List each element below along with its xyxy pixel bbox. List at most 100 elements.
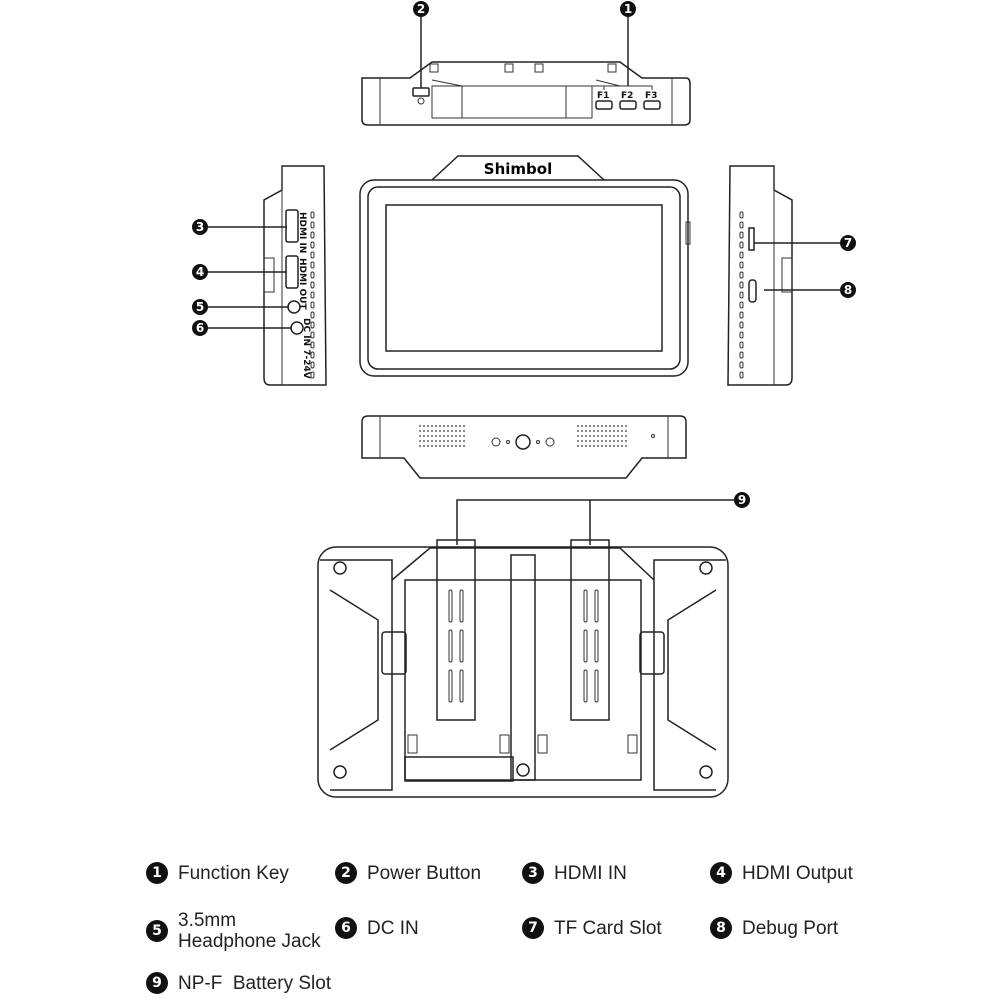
speaker-hole xyxy=(419,435,421,437)
speaker-hole xyxy=(593,430,595,432)
speaker-hole xyxy=(455,445,457,447)
battery-slot-vent xyxy=(459,589,464,623)
speaker-hole xyxy=(431,430,433,432)
top-view: F1 F2 F3 xyxy=(361,61,691,126)
brand-logo: Shimbol xyxy=(484,160,552,178)
vent-slot xyxy=(739,241,744,249)
back-view xyxy=(317,539,729,798)
svg-text:5: 5 xyxy=(196,300,204,314)
vent-slot xyxy=(310,341,315,349)
speaker-hole xyxy=(613,440,615,442)
speaker-hole xyxy=(427,435,429,437)
speaker-hole xyxy=(589,425,591,427)
front-view: Shimbol xyxy=(359,155,691,377)
bottom-view xyxy=(361,415,687,479)
speaker-hole xyxy=(613,445,615,447)
svg-text:9: 9 xyxy=(738,493,746,507)
speaker-hole xyxy=(423,425,425,427)
speaker-hole xyxy=(443,425,445,427)
speaker-hole xyxy=(625,445,627,447)
svg-text:6: 6 xyxy=(196,321,204,335)
speaker-hole xyxy=(419,445,421,447)
svg-text:8: 8 xyxy=(844,283,852,297)
speaker-hole xyxy=(455,430,457,432)
speaker-hole xyxy=(593,435,595,437)
speaker-hole xyxy=(451,440,453,442)
speaker-hole xyxy=(431,425,433,427)
battery-slot-vent xyxy=(594,629,599,663)
speaker-hole xyxy=(435,445,437,447)
battery-slot-vent xyxy=(583,589,588,623)
vent-slot xyxy=(310,221,315,229)
battery-latch xyxy=(499,734,510,754)
speaker-hole xyxy=(439,440,441,442)
speaker-hole xyxy=(589,435,591,437)
vent-slot xyxy=(739,331,744,339)
tripod-mount xyxy=(515,434,531,450)
f3-label: F3 xyxy=(645,91,657,101)
speaker-hole xyxy=(581,430,583,432)
vent-slot xyxy=(310,301,315,309)
speaker-hole xyxy=(597,435,599,437)
speaker-hole xyxy=(593,425,595,427)
speaker-hole xyxy=(589,440,591,442)
callout-2: 2 xyxy=(413,1,429,17)
battery-slot-vent xyxy=(448,629,453,663)
callout-4: 4 xyxy=(192,264,208,280)
speaker-hole xyxy=(451,445,453,447)
speaker-hole xyxy=(455,440,457,442)
battery-latch xyxy=(407,734,418,754)
vent-slot xyxy=(739,361,744,369)
speaker-hole xyxy=(459,430,461,432)
speaker-hole xyxy=(625,435,627,437)
speaker-hole xyxy=(597,445,599,447)
speaker-hole xyxy=(593,445,595,447)
speaker-hole xyxy=(605,435,607,437)
speaker-hole xyxy=(431,445,433,447)
speaker-hole xyxy=(585,440,587,442)
tf-card-slot xyxy=(748,227,755,251)
speaker-hole xyxy=(463,440,465,442)
right-side-view xyxy=(727,165,793,386)
speaker-hole xyxy=(435,440,437,442)
vent-slot xyxy=(739,211,744,219)
battery-latch xyxy=(537,734,548,754)
speaker-hole xyxy=(617,425,619,427)
battery-latch xyxy=(627,734,638,754)
speaker-hole xyxy=(431,435,433,437)
svg-text:1: 1 xyxy=(624,2,632,16)
speaker-hole xyxy=(589,430,591,432)
speaker-hole xyxy=(585,430,587,432)
speaker-hole xyxy=(435,435,437,437)
speaker-hole xyxy=(443,430,445,432)
speaker-hole xyxy=(423,435,425,437)
speaker-hole xyxy=(443,435,445,437)
battery-slot-vent xyxy=(459,669,464,703)
vent-slot xyxy=(310,371,315,379)
hdmi-out-port xyxy=(285,255,299,289)
speaker-hole xyxy=(577,445,579,447)
svg-text:2: 2 xyxy=(417,2,425,16)
speaker-hole xyxy=(463,435,465,437)
speaker-hole xyxy=(601,435,603,437)
speaker-hole xyxy=(581,435,583,437)
speaker-hole xyxy=(419,430,421,432)
speaker-hole xyxy=(585,435,587,437)
speaker-hole xyxy=(597,430,599,432)
speaker-hole xyxy=(577,430,579,432)
speaker-hole xyxy=(605,440,607,442)
speaker-hole xyxy=(601,430,603,432)
callout-3: 3 xyxy=(192,219,208,235)
hdmi-in-port xyxy=(285,209,299,243)
vent-slot xyxy=(739,221,744,229)
hdmi-in-label: HDMI IN xyxy=(297,212,307,253)
vent-slot xyxy=(310,281,315,289)
battery-slot-vent xyxy=(459,629,464,663)
callout-5: 5 xyxy=(192,299,208,315)
